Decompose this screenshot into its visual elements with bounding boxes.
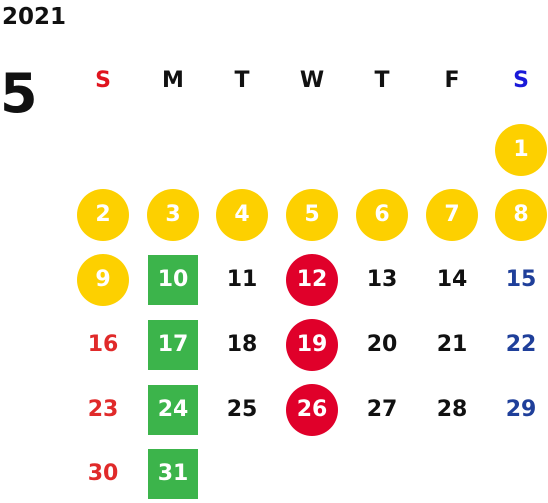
day-cell-18: 18 — [226, 332, 258, 357]
day-cell-14: 14 — [436, 267, 468, 292]
day-cell-12: 12 — [286, 254, 338, 306]
day-cell-7: 7 — [426, 189, 478, 241]
day-cell-23: 23 — [87, 397, 119, 422]
day-cell-10: 10 — [148, 255, 198, 305]
calendar-month: 5 — [0, 62, 38, 125]
day-cell-6: 6 — [356, 189, 408, 241]
weekday-label-0: S — [95, 68, 111, 93]
day-cell-17: 17 — [148, 320, 198, 370]
day-cell-24: 24 — [148, 385, 198, 435]
day-cell-20: 20 — [366, 332, 398, 357]
day-cell-1: 1 — [495, 124, 547, 176]
day-cell-28: 28 — [436, 397, 468, 422]
weekday-label-4: T — [374, 68, 390, 93]
day-cell-16: 16 — [87, 332, 119, 357]
day-cell-19: 19 — [286, 319, 338, 371]
day-cell-26: 26 — [286, 384, 338, 436]
weekday-label-2: T — [234, 68, 250, 93]
weekday-label-3: W — [299, 68, 325, 93]
day-cell-8: 8 — [495, 189, 547, 241]
day-cell-9: 9 — [77, 254, 129, 306]
day-cell-4: 4 — [216, 189, 268, 241]
calendar-year: 2021 — [2, 4, 67, 30]
day-cell-2: 2 — [77, 189, 129, 241]
weekday-label-5: F — [444, 68, 460, 93]
weekday-label-6: S — [513, 68, 529, 93]
day-cell-31: 31 — [148, 449, 198, 499]
day-cell-27: 27 — [366, 397, 398, 422]
weekday-label-1: M — [162, 68, 184, 93]
day-cell-3: 3 — [147, 189, 199, 241]
day-cell-15: 15 — [505, 267, 537, 292]
day-cell-22: 22 — [505, 332, 537, 357]
day-cell-25: 25 — [226, 397, 258, 422]
day-cell-5: 5 — [286, 189, 338, 241]
day-cell-11: 11 — [226, 267, 258, 292]
day-cell-21: 21 — [436, 332, 468, 357]
day-cell-13: 13 — [366, 267, 398, 292]
day-cell-29: 29 — [505, 397, 537, 422]
day-cell-30: 30 — [87, 461, 119, 486]
